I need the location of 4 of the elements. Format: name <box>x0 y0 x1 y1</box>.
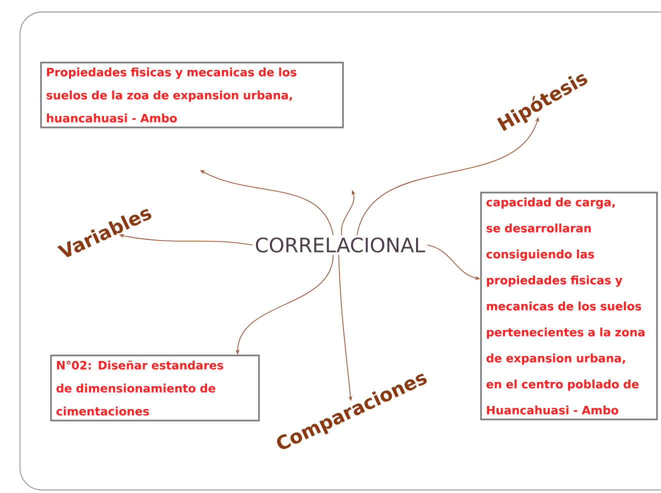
text-box: N°02: Diseñar estandares de dimensionamiento de cimentaciones <box>50 354 260 422</box>
text-box: Propiedades fisicas y mecanicas de los suelos de la zoa de expansion urbana, huancahuasi - Ambo <box>40 62 344 128</box>
central-concept: CORRELACIONAL <box>256 237 426 253</box>
text-box: capacidad de carga, se desarrollaran consiguiendo las propiedades fisicas y mecanicas de los suelos pertenecientes a la zona de expansion urbana, en el centro poblado de Huancahuasi - Ambo <box>480 192 658 420</box>
